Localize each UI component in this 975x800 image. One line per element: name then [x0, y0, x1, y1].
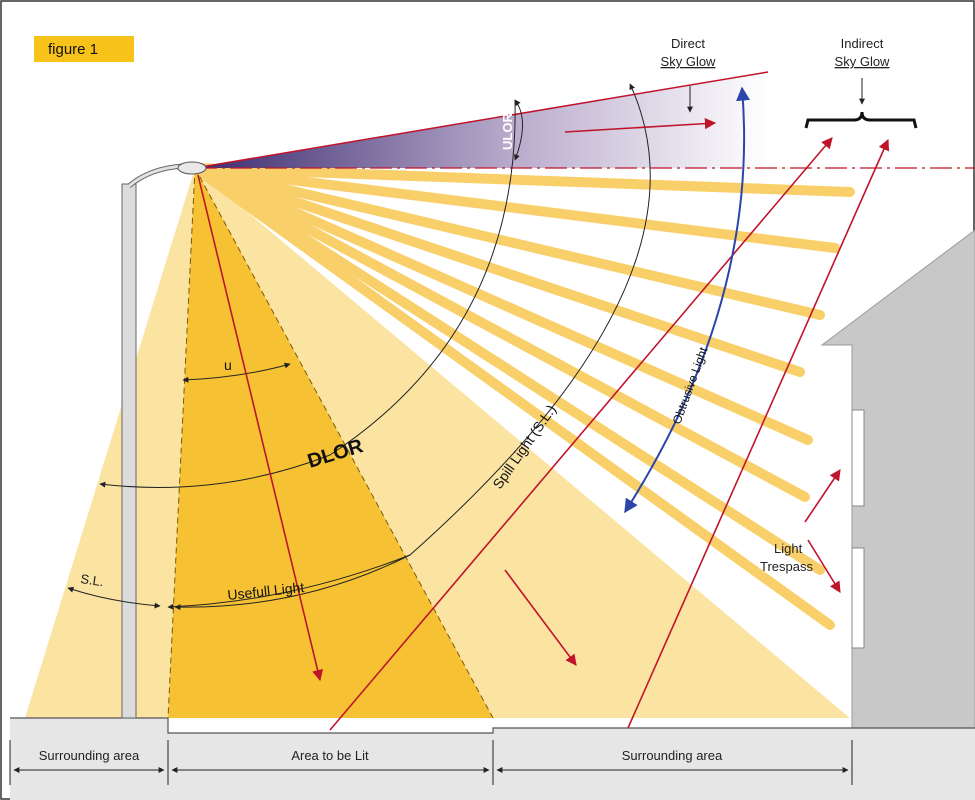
sl-arc	[67, 586, 161, 609]
figure-label: figure 1	[48, 41, 98, 58]
building-window-upper	[851, 409, 865, 507]
trespass-arrow-up	[804, 469, 841, 523]
figure-label-box	[34, 36, 134, 62]
red-ray-down	[197, 174, 324, 682]
useful-light-arc	[167, 554, 411, 610]
ulor-label: ULOR	[500, 113, 515, 150]
building-window-lower	[851, 547, 865, 649]
indirect-sky-glow-bracket	[804, 111, 918, 129]
u-arc	[182, 362, 291, 383]
light-trespass-label-1: Light	[774, 541, 803, 556]
dlor-arc	[99, 99, 516, 488]
indirect-sky-glow-label-2: Sky Glow	[835, 54, 891, 69]
center-area-label: Area to be Lit	[291, 748, 369, 763]
sl-label: S.L.	[80, 571, 105, 589]
indirect-sky-glow-label-1: Indirect	[841, 36, 884, 51]
direct-sky-glow-label-1: Direct	[671, 36, 705, 51]
left-area-label: Surrounding area	[39, 748, 140, 763]
u-label: u	[224, 357, 232, 373]
obtrusive-light-arrow	[624, 86, 751, 514]
light-trespass-label-2: Trespass	[760, 559, 813, 574]
red-ray-spill	[504, 569, 577, 666]
right-area-label: Surrounding area	[622, 748, 723, 763]
trespass-arrow-down	[807, 539, 841, 593]
ground-outline	[10, 717, 975, 734]
red-ray-reflect-2	[627, 138, 890, 729]
direct-sky-glow-label-2: Sky Glow	[661, 54, 717, 69]
